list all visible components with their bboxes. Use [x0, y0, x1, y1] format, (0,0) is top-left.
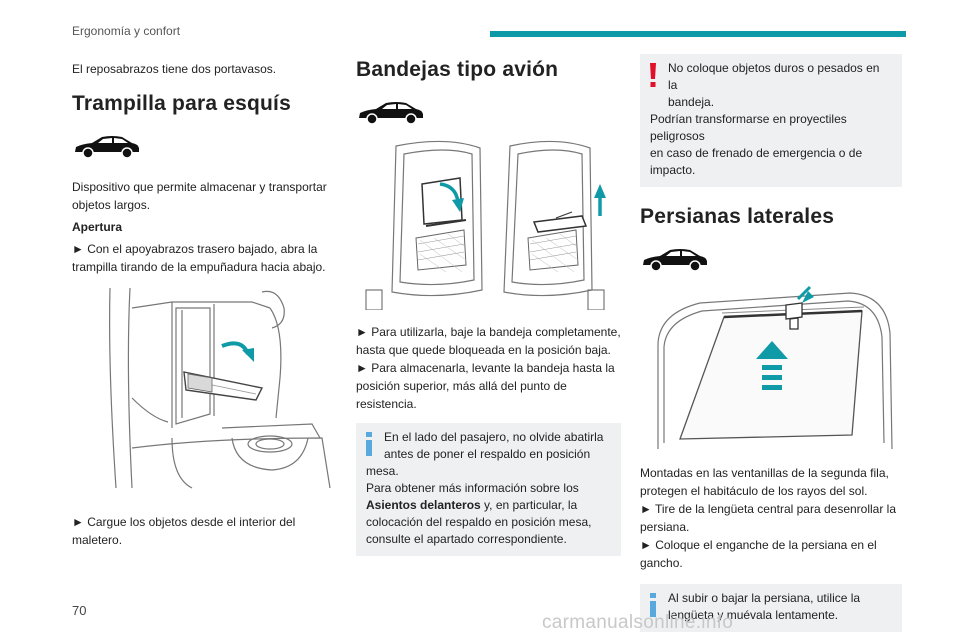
side-blinds-info-notice: Al subir o bajar la persiana, utilice la…	[640, 584, 902, 632]
column-1: El reposabrazos tiene dos portavasos. Tr…	[72, 52, 337, 549]
ski-hatch-step-2: ► Cargue los objetos desde el interior d…	[72, 515, 296, 547]
side-blinds-step-2: ► Coloque el enganche de la persiana en …	[640, 538, 877, 570]
tray-step-2: ► Para almacenarla, levante la bandeja h…	[356, 361, 615, 411]
armrest-intro: El reposabrazos tiene dos portavasos.	[72, 62, 277, 76]
page-number: 70	[72, 603, 87, 618]
header-accent-bar	[490, 31, 906, 37]
warning-line-3: Podrían transformarse en proyectiles pel…	[650, 112, 847, 143]
info-line-5-rest: y, en particular, la	[480, 498, 578, 512]
info-line-7: consulte el apartado correspondiente.	[366, 532, 567, 546]
watermark: carmanualsonline.info	[542, 612, 734, 633]
opening-subheading: Apertura	[72, 220, 123, 234]
info-line-6: colocación del respaldo en posición mesa…	[366, 515, 592, 529]
tray-step-1: ► Para utilizarla, baje la bandeja compl…	[356, 325, 621, 357]
info-line-3: mesa.	[366, 464, 399, 478]
column-3: No coloque objetos duros o pesados en la…	[640, 52, 905, 632]
info-line-2: antes de poner el respaldo en posición	[384, 447, 591, 461]
side-blinds-desc: Montadas en las ventanillas de la segund…	[640, 466, 889, 498]
side-blinds-illustration	[640, 283, 905, 453]
warning-line-1: No coloque objetos duros o pesados en la	[668, 61, 880, 92]
info-icon	[366, 432, 372, 456]
exclamation-icon	[650, 63, 656, 87]
tray-tables-illustration	[356, 140, 621, 311]
ski-hatch-illustration	[72, 287, 337, 498]
ski-hatch-desc: Dispositivo que permite almacenar y tran…	[72, 180, 327, 212]
info-line-1: En el lado del pasajero, no olvide abati…	[384, 430, 604, 444]
warning-line-4: en caso de frenado de emergencia o de	[650, 146, 863, 160]
warning-line-5: impacto.	[650, 163, 696, 177]
ski-hatch-heading: Trampilla para esquís	[72, 92, 291, 115]
car-silhouette-icon	[75, 136, 139, 159]
blind-info-line-2: lengüeta y muévala lentamente.	[668, 608, 839, 622]
info-icon	[650, 593, 656, 617]
info-line-5: Asientos delanteros y, en particular, la	[366, 497, 611, 514]
column-2: Bandejas tipo avión ► Para utilizarla	[356, 52, 621, 556]
warning-line-2: bandeja.	[668, 95, 715, 109]
tray-warning-notice: No coloque objetos duros o pesados en la…	[640, 54, 902, 187]
car-silhouette-icon	[359, 102, 423, 125]
tray-tables-heading: Bandejas tipo avión	[356, 58, 559, 81]
header-title: Ergonomía y confort	[72, 24, 181, 38]
blind-info-line-1: Al subir o bajar la persiana, utilice la	[668, 591, 861, 605]
front-seats-link-text: Asientos delanteros	[366, 498, 481, 512]
side-blinds-step-1: ► Tire de la lengüeta central para desen…	[640, 502, 897, 534]
side-blinds-heading: Persianas laterales	[640, 205, 835, 228]
ski-hatch-step-1: ► Con el apoyabrazos trasero bajado, abr…	[72, 242, 326, 274]
tray-info-notice: En el lado del pasajero, no olvide abati…	[356, 423, 621, 556]
car-silhouette-icon	[643, 249, 707, 272]
info-line-4: Para obtener más información sobre los	[366, 481, 579, 495]
